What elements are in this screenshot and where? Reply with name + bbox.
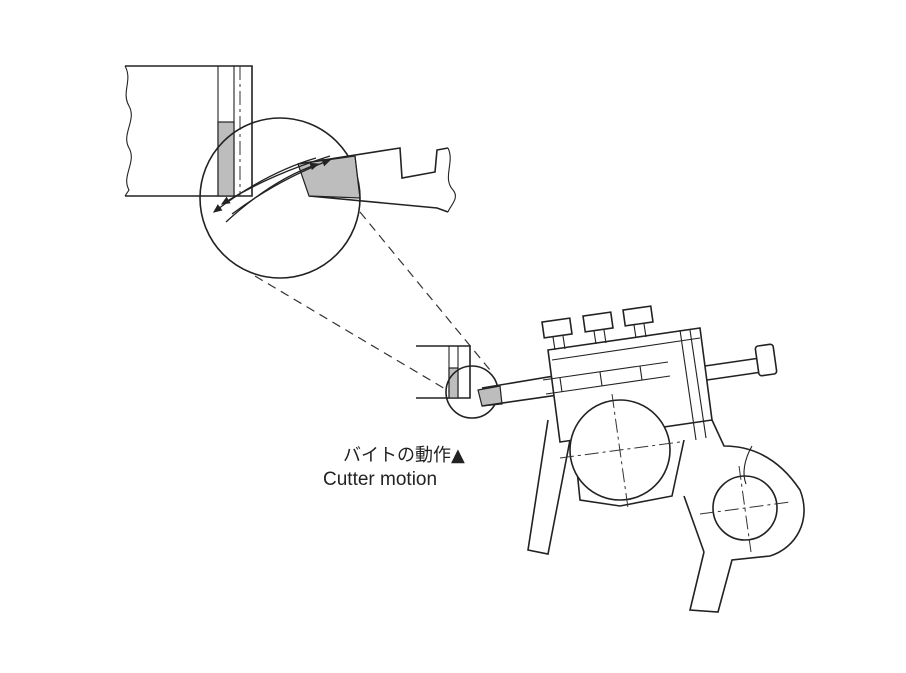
caption-japanese: バイトの動作▲ bbox=[343, 445, 465, 466]
projection-lines bbox=[254, 211, 491, 394]
caption-english: Cutter motion bbox=[323, 469, 438, 490]
clamp-screws bbox=[541, 305, 654, 351]
small-view bbox=[416, 345, 503, 419]
detail-cut-zone bbox=[217, 121, 235, 197]
detail-view bbox=[124, 65, 456, 279]
detail-cutter-tip bbox=[297, 155, 361, 199]
pivot-circle bbox=[712, 475, 778, 541]
machine-assembly bbox=[481, 305, 805, 613]
adjusting-screw bbox=[704, 343, 778, 381]
detail-workpiece bbox=[124, 65, 253, 197]
detail-cutter-tool bbox=[297, 147, 456, 213]
detail-motion-arrows bbox=[212, 155, 332, 223]
